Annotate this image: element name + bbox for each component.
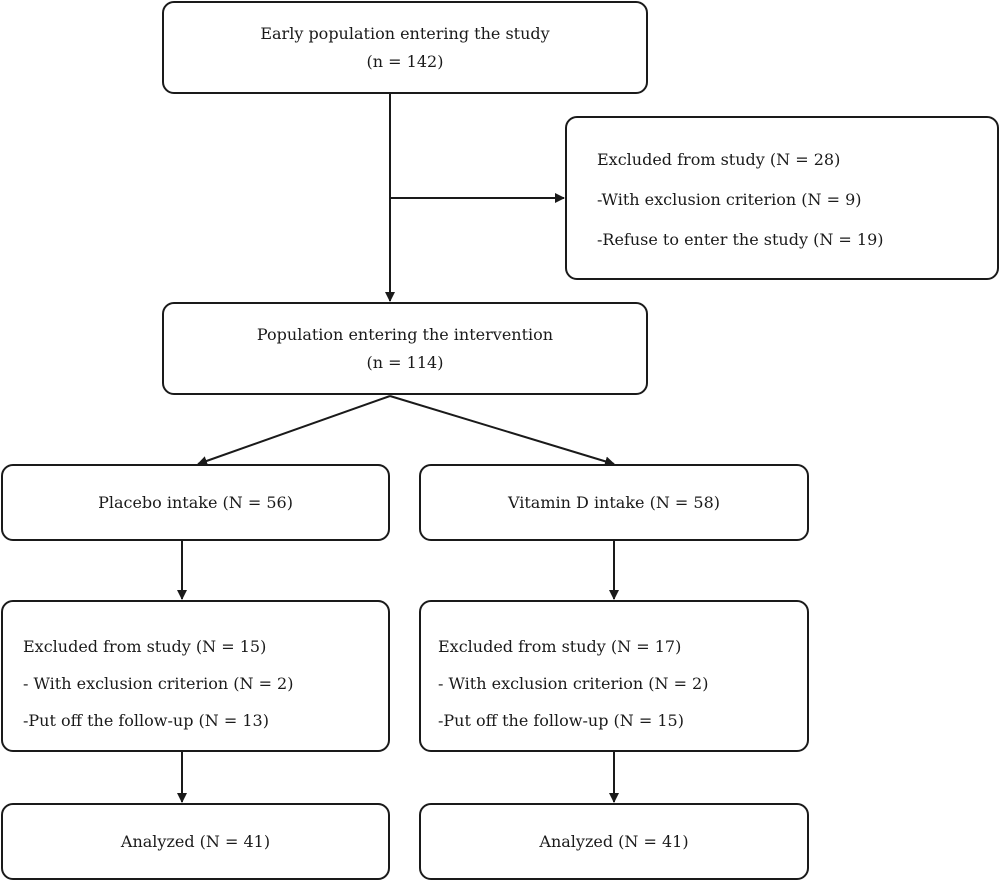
arrow-intervention-to-vitamin <box>389 395 615 467</box>
intervention-population-title: Population entering the intervention <box>256 324 554 344</box>
excluded-vitamin-total: Excluded from study (N = 17) <box>438 637 682 656</box>
excluded-main-criterion: -With exclusion criterion (N = 9) <box>597 190 862 209</box>
arrow-intervention-to-placebo <box>197 395 391 466</box>
intervention-population-count: (n = 114) <box>366 352 444 372</box>
excluded-placebo-total: Excluded from study (N = 15) <box>23 637 267 656</box>
analyzed-placebo-label: Analyzed (N = 41) <box>120 831 271 851</box>
placebo-intake-label: Placebo intake (N = 56) <box>98 492 293 512</box>
vitamin-d-intake-box: Vitamin D intake (N = 58) <box>419 464 809 541</box>
analyzed-vitamin-box: Analyzed (N = 41) <box>419 803 809 880</box>
excluded-vitamin-followup: -Put off the follow-up (N = 15) <box>438 711 684 730</box>
excluded-vitamin-box: Excluded from study (N = 17) - With excl… <box>419 600 809 752</box>
analyzed-vitamin-label: Analyzed (N = 41) <box>539 831 689 851</box>
excluded-vitamin-criterion: - With exclusion criterion (N = 2) <box>438 674 709 693</box>
excluded-placebo-box: Excluded from study (N = 15) - With excl… <box>1 600 390 752</box>
excluded-main-total: Excluded from study (N = 28) <box>597 150 841 169</box>
early-population-title: Early population entering the study <box>260 23 550 43</box>
excluded-placebo-followup: -Put off the follow-up (N = 13) <box>23 711 269 730</box>
vitamin-d-intake-label: Vitamin D intake (N = 58) <box>507 492 720 512</box>
intervention-population-box: Population entering the intervention (n … <box>162 302 648 395</box>
analyzed-placebo-box: Analyzed (N = 41) <box>1 803 390 880</box>
placebo-intake-box: Placebo intake (N = 56) <box>1 464 390 541</box>
early-population-box: Early population entering the study (n =… <box>162 1 648 94</box>
excluded-placebo-criterion: - With exclusion criterion (N = 2) <box>23 674 294 693</box>
early-population-count: (n = 142) <box>366 51 444 71</box>
excluded-main-refused: -Refuse to enter the study (N = 19) <box>597 230 884 249</box>
excluded-main-box: Excluded from study (N = 28) -With exclu… <box>565 116 999 280</box>
